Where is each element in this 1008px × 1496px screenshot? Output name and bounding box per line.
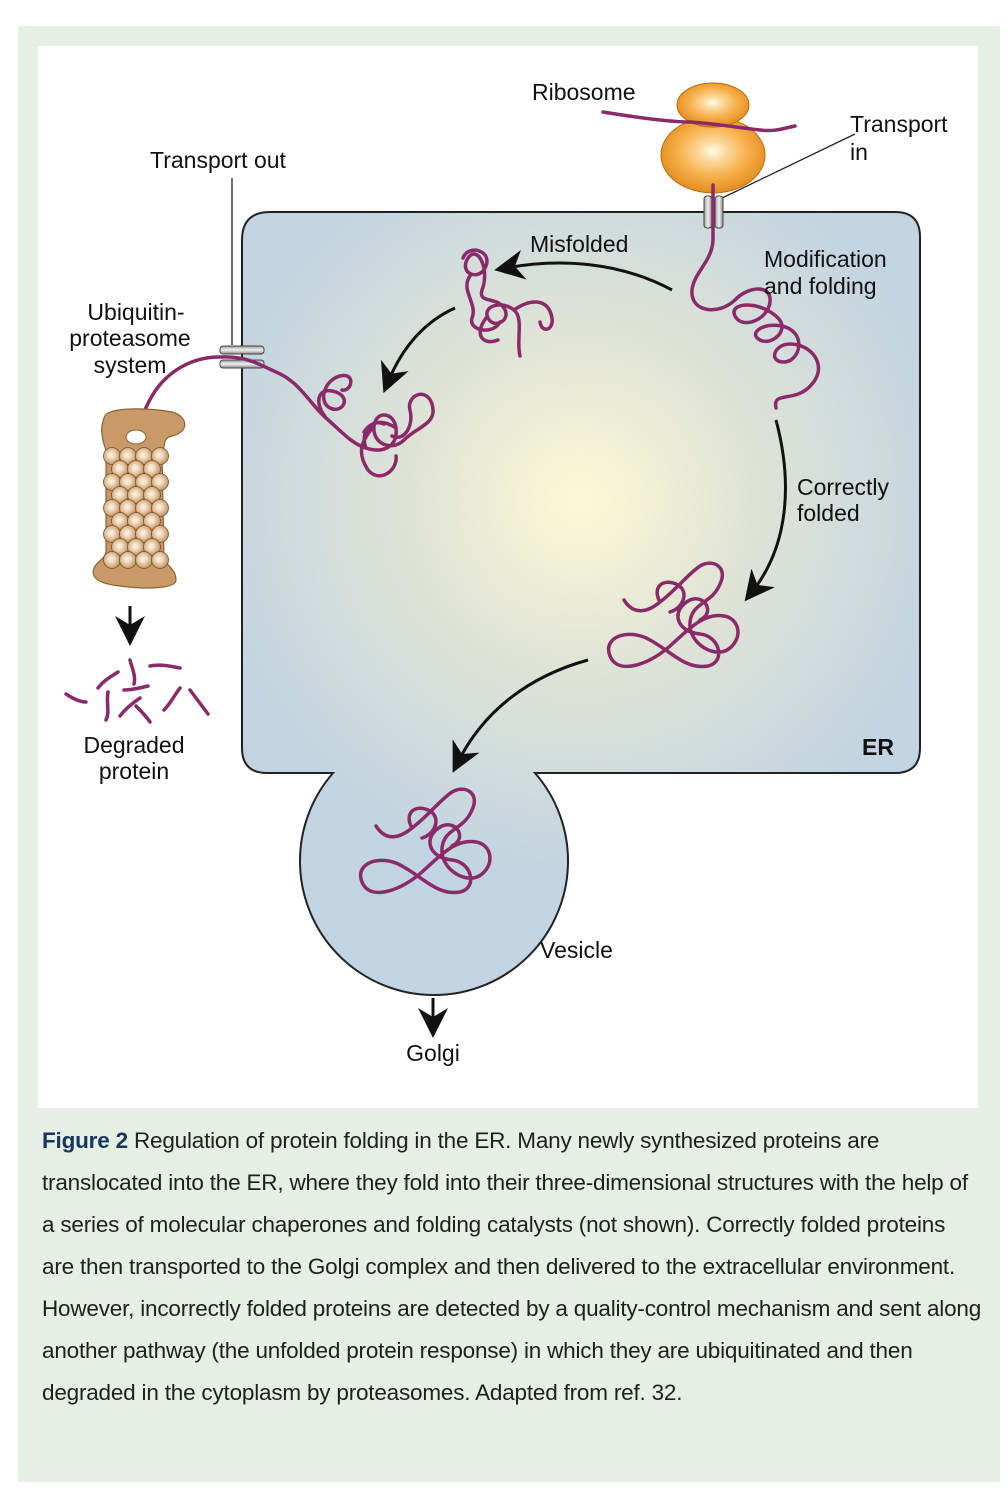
label-misfolded: Misfolded	[530, 231, 628, 257]
pathway-arrows	[115, 249, 787, 1038]
proteasome-subunit	[143, 512, 161, 530]
proteasome-subunit	[151, 551, 169, 569]
label-transport-in-line2: in	[850, 139, 868, 165]
nascent-protein-chain	[690, 183, 821, 410]
proteasome-subunit	[151, 525, 169, 543]
figure-caption: Figure 2 Regulation of protein folding i…	[42, 1120, 982, 1414]
label-transport-out: Transport out	[150, 147, 287, 173]
caption-figure-label: Figure 2	[42, 1128, 128, 1153]
label-transport-in-line1: Transport	[850, 111, 948, 137]
ribosome	[601, 82, 797, 194]
misfolded-protein-upper	[461, 248, 554, 358]
label-ubiquitin-line3: system	[94, 352, 167, 378]
label-correctly-line1: Correctly	[797, 474, 890, 500]
er-compartment	[241, 211, 921, 997]
folded-protein-vesicle	[358, 787, 492, 895]
leader-lines	[231, 133, 856, 345]
label-er: ER	[862, 734, 894, 760]
label-golgi: Golgi	[406, 1040, 460, 1066]
proteasome-subunit	[103, 551, 121, 569]
misfolded-protein-lower	[220, 355, 435, 478]
arrow-to-vesicle	[452, 658, 589, 773]
proteasome-subunit	[135, 551, 153, 569]
caption-text: Regulation of protein folding in the ER.…	[42, 1128, 982, 1405]
proteasome-subunits	[103, 447, 169, 569]
proteasome-subunit	[151, 499, 169, 517]
proteasome-subunit	[143, 460, 161, 478]
arrow-correctly-folded	[744, 419, 787, 602]
proteasome-subunit	[119, 551, 137, 569]
folded-protein-er	[606, 561, 740, 669]
degraded-fragments	[64, 658, 210, 724]
label-ribosome: Ribosome	[532, 79, 636, 105]
label-degraded-line1: Degraded	[83, 732, 184, 758]
proteasome-subunit	[151, 447, 169, 465]
label-correctly-line2: folded	[797, 500, 860, 526]
arrow-to-misfolded	[494, 249, 673, 292]
label-modification-line2: and folding	[764, 273, 877, 299]
label-ubiquitin-line1: Ubiquitin-	[87, 299, 184, 325]
proteasome-subunit	[143, 538, 161, 556]
label-modification-line1: Modification	[764, 246, 887, 272]
proteasome-subunit	[143, 486, 161, 504]
transport-in-channel	[703, 195, 724, 229]
diagram-labels: Ribosome Transport in Transport out Misf…	[69, 79, 948, 1066]
proteasome-subunit	[151, 473, 169, 491]
label-degraded-line2: protein	[99, 758, 169, 784]
label-ubiquitin-line2: proteasome	[69, 325, 190, 351]
arrow-misfolded-down	[380, 306, 456, 394]
label-vesicle: Vesicle	[540, 937, 613, 963]
